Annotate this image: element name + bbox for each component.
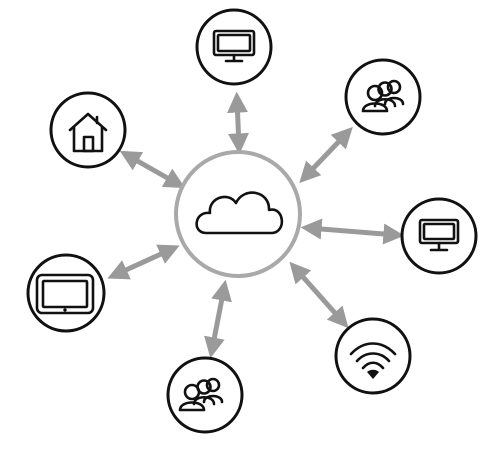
arrow-right	[300, 218, 405, 245]
users-icon	[178, 377, 224, 412]
arrow-bottom	[204, 279, 232, 359]
node-monitor-right	[400, 197, 478, 275]
node-circle	[166, 356, 244, 434]
node-users-top-right	[344, 58, 422, 136]
node-users-bottom	[166, 356, 244, 434]
node-circle	[334, 317, 412, 395]
arrow-left	[107, 244, 180, 280]
node-tablet-left	[26, 253, 106, 333]
node-circle	[400, 197, 478, 275]
cloud-hub	[174, 150, 302, 278]
node-home-top-left	[49, 91, 127, 169]
arrow-top-right	[299, 126, 353, 184]
node-monitor-top	[195, 8, 273, 86]
users-icon	[361, 79, 405, 113]
tablet-icon	[35, 273, 95, 315]
monitor-icon	[418, 218, 460, 252]
home-icon	[68, 112, 108, 153]
node-wifi-bottom-right	[334, 317, 412, 395]
node-circle	[344, 58, 422, 136]
node-circle	[49, 91, 127, 169]
arrow-top	[227, 91, 249, 155]
cloud-hub-ring	[174, 150, 302, 278]
connection-arrows	[107, 91, 405, 359]
arrow-top-left	[119, 150, 186, 189]
cloud-icon	[195, 191, 284, 235]
wifi-icon	[349, 342, 397, 379]
monitor-icon	[212, 29, 256, 63]
arrow-bottom-right	[289, 261, 349, 329]
node-circle	[195, 8, 273, 86]
